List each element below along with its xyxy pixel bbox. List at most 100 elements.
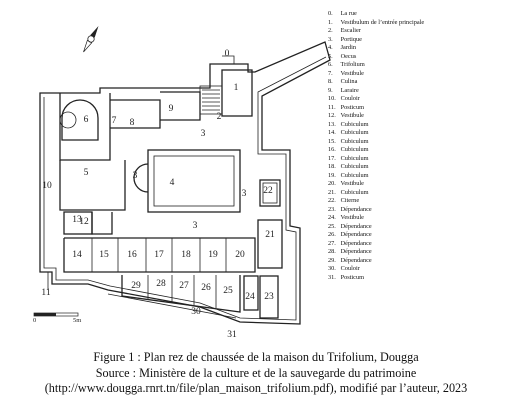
legend-text: Vestibule bbox=[340, 69, 364, 77]
legend-item: 11. Posticum bbox=[328, 104, 508, 113]
room-number-label: 3 bbox=[242, 189, 247, 199]
legend-number: 9. bbox=[328, 86, 333, 94]
room-number-label: 31 bbox=[227, 330, 237, 340]
legend-number: 4. bbox=[328, 44, 333, 51]
legend-number: 24. bbox=[328, 214, 336, 221]
legend-item: 24. Vestibule bbox=[328, 214, 508, 223]
legend-text: Oecus bbox=[340, 52, 357, 60]
legend-text: Vestibule bbox=[340, 214, 364, 221]
legend-number: 27. bbox=[328, 239, 336, 247]
legend-item: 3. Portique bbox=[328, 36, 508, 45]
legend-number: 0. bbox=[328, 10, 333, 17]
legend-text: Posticum bbox=[340, 103, 365, 111]
legend-text: Portique bbox=[340, 35, 362, 43]
legend-item: 21. Cubiculum bbox=[328, 189, 508, 198]
legend-item: 28. Dépendance bbox=[328, 248, 508, 257]
legend-item: 7. Vestibule bbox=[328, 70, 508, 79]
room-number-label: 23 bbox=[264, 292, 274, 302]
legend-item: 23. Dépendance bbox=[328, 206, 508, 215]
room-number-label: 27 bbox=[179, 281, 189, 291]
room-number-label: 12 bbox=[79, 217, 89, 227]
legend-item: 9. Laraire bbox=[328, 87, 508, 96]
legend-item: 0. La rue bbox=[328, 10, 508, 19]
room-number-label: 10 bbox=[42, 181, 52, 191]
room-number-label: 21 bbox=[265, 230, 275, 240]
legend-text: Vestibulum de l’entrée principale bbox=[340, 18, 425, 26]
legend-number: 17. bbox=[328, 154, 336, 162]
legend-text: La rue bbox=[340, 10, 357, 17]
room-number-label: 9 bbox=[169, 104, 174, 114]
legend-item: 6. Trifolium bbox=[328, 61, 508, 70]
legend-text: Culina bbox=[340, 78, 358, 85]
legend-number: 28. bbox=[328, 248, 336, 255]
room-number-label: 4 bbox=[170, 178, 175, 188]
legend-number: 7. bbox=[328, 69, 333, 77]
room-number-label: 0 bbox=[225, 49, 230, 59]
legend-number: 22. bbox=[328, 197, 336, 204]
legend-item: 8. Culina bbox=[328, 78, 508, 87]
scale-unit-label: 5m bbox=[73, 317, 81, 324]
legend-item: 2. Escalier bbox=[328, 27, 508, 36]
legend-item: 19. Cubiculum bbox=[328, 172, 508, 181]
room-number-label: 1 bbox=[234, 83, 239, 93]
caption-url: (http://www.dougga.rnrt.tn/file/plan_mai… bbox=[44, 381, 468, 395]
room-number-label: 6 bbox=[84, 115, 89, 125]
figure-caption: Figure 1 : Plan rez de chaussée de la ma… bbox=[0, 350, 512, 397]
legend-text: Escalier bbox=[340, 27, 361, 34]
legend-number: 29. bbox=[328, 256, 336, 264]
legend-number: 6. bbox=[328, 61, 333, 68]
legend-number: 13. bbox=[328, 120, 336, 128]
room-number-label: 2 bbox=[217, 112, 222, 122]
legend-item: 17. Cubiculum bbox=[328, 155, 508, 164]
legend-item: 22. Citerne bbox=[328, 197, 508, 206]
room-number-label: 7 bbox=[112, 116, 117, 126]
legend-item: 26. Dépendance bbox=[328, 231, 508, 240]
legend-number: 12. bbox=[328, 112, 336, 119]
legend-item: 5. Oecus bbox=[328, 53, 508, 62]
legend-number: 5. bbox=[328, 52, 333, 60]
room-number-label: 28 bbox=[156, 279, 166, 289]
legend-text: Dépendance bbox=[340, 239, 372, 247]
room-number-label: 11 bbox=[41, 288, 50, 298]
legend-text: Jardin bbox=[340, 44, 356, 51]
legend-number: 16. bbox=[328, 146, 336, 153]
room-number-label: 16 bbox=[127, 250, 137, 260]
room-number-label: 17 bbox=[154, 250, 164, 260]
legend-number: 10. bbox=[328, 95, 336, 102]
legend-number: 11. bbox=[328, 103, 336, 111]
legend-item: 12. Vestibule bbox=[328, 112, 508, 121]
room-number-label: 13 bbox=[72, 215, 82, 225]
north-arrow-icon bbox=[83, 26, 99, 53]
room-number-label: 8 bbox=[130, 118, 135, 128]
caption-title: Figure 1 : Plan rez de chaussée de la ma… bbox=[93, 350, 419, 364]
legend-text: Vestibule bbox=[340, 112, 364, 119]
room-number-label: 24 bbox=[245, 292, 255, 302]
legend-text: Couloir bbox=[340, 265, 360, 272]
legend-text: Posticum bbox=[340, 273, 365, 281]
legend-item: 31. Posticum bbox=[328, 274, 508, 283]
room-number-label: 5 bbox=[84, 168, 89, 178]
scale-zero-label: 0 bbox=[33, 317, 36, 324]
legend-item: 4. Jardin bbox=[328, 44, 508, 53]
room-number-label: 3 bbox=[133, 171, 138, 181]
legend-number: 2. bbox=[328, 27, 333, 34]
room-number-label: 3 bbox=[193, 221, 198, 231]
legend-number: 31. bbox=[328, 273, 336, 281]
legend-text: Couloir bbox=[340, 95, 360, 102]
legend-item: 10. Couloir bbox=[328, 95, 508, 104]
legend-text: Cubiculum bbox=[340, 129, 369, 136]
legend-item: 15. Cubiculum bbox=[328, 138, 508, 147]
room-number-label: 25 bbox=[223, 286, 233, 296]
room-number-label: 20 bbox=[235, 250, 245, 260]
legend-text: Cubiculum bbox=[340, 137, 369, 145]
legend-number: 8. bbox=[328, 78, 333, 85]
legend-text: Dépendance bbox=[340, 248, 372, 255]
legend-number: 20. bbox=[328, 180, 336, 187]
legend-number: 19. bbox=[328, 171, 336, 179]
room-number-label: 19 bbox=[208, 250, 218, 260]
legend-text: Cubiculum bbox=[340, 163, 369, 170]
legend-number: 15. bbox=[328, 137, 336, 145]
legend-text: Dépendance bbox=[340, 205, 372, 213]
legend-item: 1. Vestibulum de l’entrée principale bbox=[328, 19, 508, 28]
